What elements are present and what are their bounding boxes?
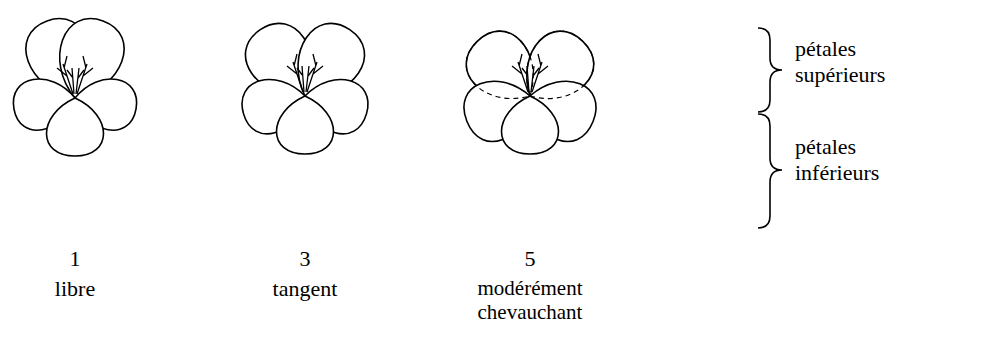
category-name: modérément chevauchant: [445, 276, 615, 324]
petal-vein: [307, 54, 323, 92]
category-number: 5: [500, 246, 560, 272]
pansy-flower: [10, 10, 141, 156]
category-name: libre: [0, 276, 155, 302]
lower-petal: [277, 96, 334, 154]
petal-vein: [522, 66, 529, 92]
pansy-flower: [455, 19, 606, 154]
category-number: 1: [45, 246, 105, 272]
petal-vein: [532, 54, 548, 92]
lower-bracket: [758, 114, 782, 228]
petal-vein: [77, 56, 93, 94]
petal-vein: [67, 68, 74, 94]
petal-vein: [512, 54, 528, 92]
upper-bracket: [758, 28, 782, 112]
category-number: 3: [275, 246, 335, 272]
flower-drawings: [10, 10, 606, 156]
hidden-petal-edge: [507, 19, 605, 117]
lower-petal: [47, 98, 104, 156]
petal-vein: [76, 68, 84, 94]
petal-vein: [57, 56, 73, 94]
petal-vein: [531, 66, 539, 92]
pansy-flower: [234, 12, 376, 154]
petal-vein: [306, 66, 314, 92]
petal-vein: [287, 54, 303, 92]
lower-petal: [502, 96, 559, 154]
petal-group-label: pétales inférieurs: [795, 134, 925, 186]
petal-group-label: pétales supérieurs: [795, 36, 925, 88]
hidden-petal-edge: [455, 19, 553, 117]
petal-vein: [297, 66, 304, 92]
category-name: tangent: [225, 276, 385, 302]
